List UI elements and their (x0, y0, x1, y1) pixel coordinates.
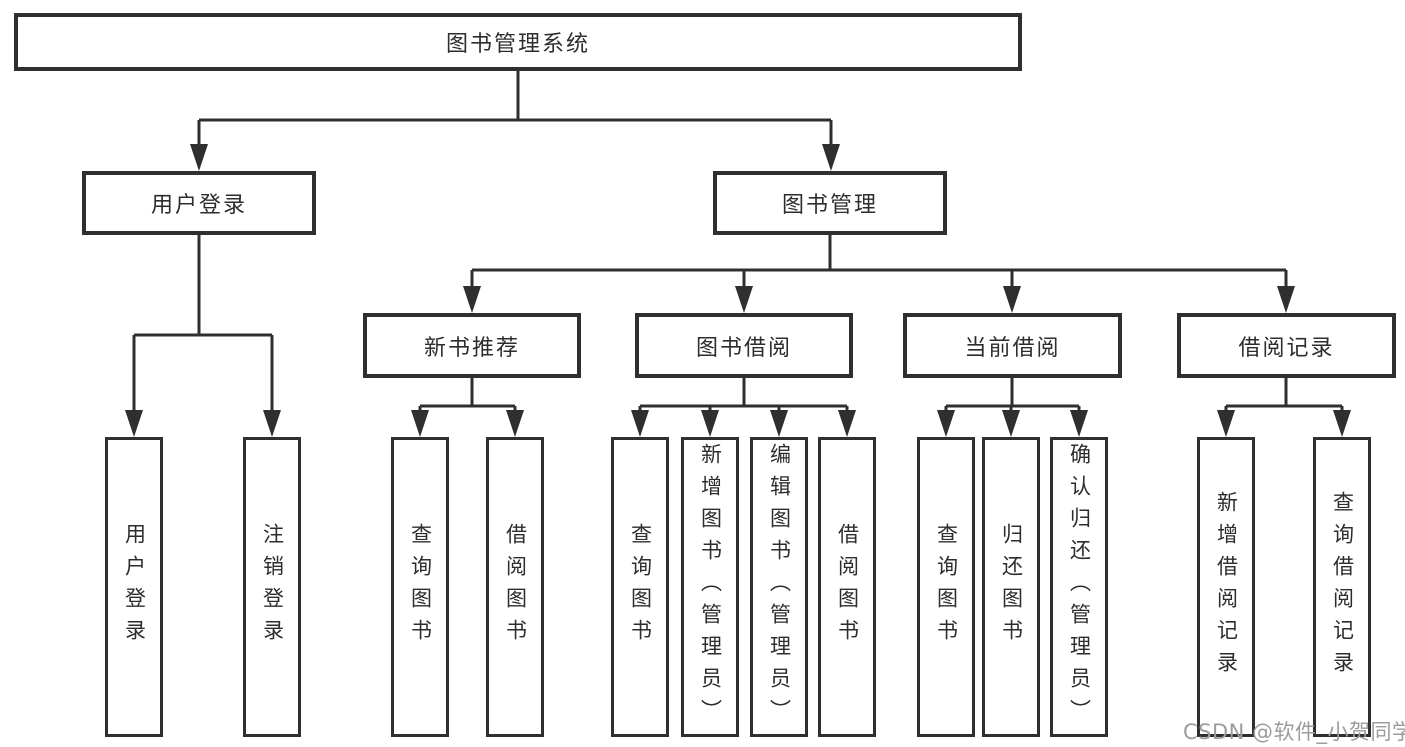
connector-arrow (631, 410, 649, 437)
leaf-label: 新增借阅记录 (1214, 491, 1239, 683)
leaf-add-borrow-record: 新增借阅记录 (1197, 437, 1255, 737)
connector-arrow (937, 410, 955, 437)
leaf-confirm-return-admin: 确认归还（管理员） (1050, 437, 1108, 737)
connector-line (944, 378, 1081, 412)
node-book-management: 图书管理 (713, 171, 947, 235)
leaf-label: 新增图书（管理员） (698, 443, 723, 731)
leaf-borrow-books-recommend: 借阅图书 (486, 437, 544, 737)
leaf-label: 编辑图书（管理员） (767, 443, 792, 731)
connector-arrow (411, 410, 429, 437)
connector-arrow (822, 144, 840, 171)
connector-line (132, 235, 274, 412)
connector-arrow (1002, 410, 1020, 437)
connector-arrow (1070, 410, 1088, 437)
connector-arrow (1217, 410, 1235, 437)
connector-line (1224, 378, 1344, 412)
connector-arrow (701, 410, 719, 437)
connector-arrow (263, 410, 281, 437)
connector-arrow (838, 410, 856, 437)
leaf-label: 借阅图书 (503, 523, 528, 651)
leaf-query-books-current: 查询图书 (917, 437, 975, 737)
leaf-borrow-books: 借阅图书 (818, 437, 876, 737)
leaf-label: 查询图书 (408, 523, 433, 651)
leaf-label: 借阅图书 (835, 523, 860, 651)
connector-arrow (770, 410, 788, 437)
connector-arrow (1003, 286, 1021, 313)
leaf-label: 查询图书 (628, 523, 653, 651)
leaf-edit-books-admin: 编辑图书（管理员） (750, 437, 808, 737)
node-user-login: 用户登录 (82, 171, 316, 235)
leaf-label: 查询借阅记录 (1330, 491, 1355, 683)
connector-arrow (463, 286, 481, 313)
connector-line (638, 378, 849, 412)
connector-arrow (506, 410, 524, 437)
csdn-watermark: CSDN @软件_小贺同学 (1183, 720, 1405, 744)
connector-line (418, 378, 517, 412)
leaf-label: 用户登录 (122, 523, 147, 651)
connector-arrow (190, 144, 208, 171)
connector-arrow (125, 410, 143, 437)
node-root-library-system: 图书管理系统 (14, 13, 1022, 71)
leaf-user-login: 用户登录 (105, 437, 163, 737)
node-new-book-recommend: 新书推荐 (363, 313, 581, 378)
leaf-label: 查询图书 (934, 523, 959, 651)
leaf-label: 确认归还（管理员） (1067, 443, 1092, 731)
node-book-borrow: 图书借阅 (635, 313, 853, 378)
connector-arrow (1277, 286, 1295, 313)
connector-line (197, 70, 833, 146)
connector-arrow (735, 286, 753, 313)
leaf-query-books-borrow: 查询图书 (611, 437, 669, 737)
leaf-add-books-admin: 新增图书（管理员） (681, 437, 739, 737)
connector-arrow (1333, 410, 1351, 437)
connector-line (470, 235, 1288, 288)
leaf-logout: 注销登录 (243, 437, 301, 737)
leaf-query-borrow-record: 查询借阅记录 (1313, 437, 1371, 737)
leaf-return-books: 归还图书 (982, 437, 1040, 737)
node-borrow-records: 借阅记录 (1177, 313, 1396, 378)
leaf-query-books-recommend: 查询图书 (391, 437, 449, 737)
leaf-label: 注销登录 (260, 523, 285, 651)
leaf-label: 归还图书 (999, 523, 1024, 651)
node-current-borrow: 当前借阅 (903, 313, 1122, 378)
